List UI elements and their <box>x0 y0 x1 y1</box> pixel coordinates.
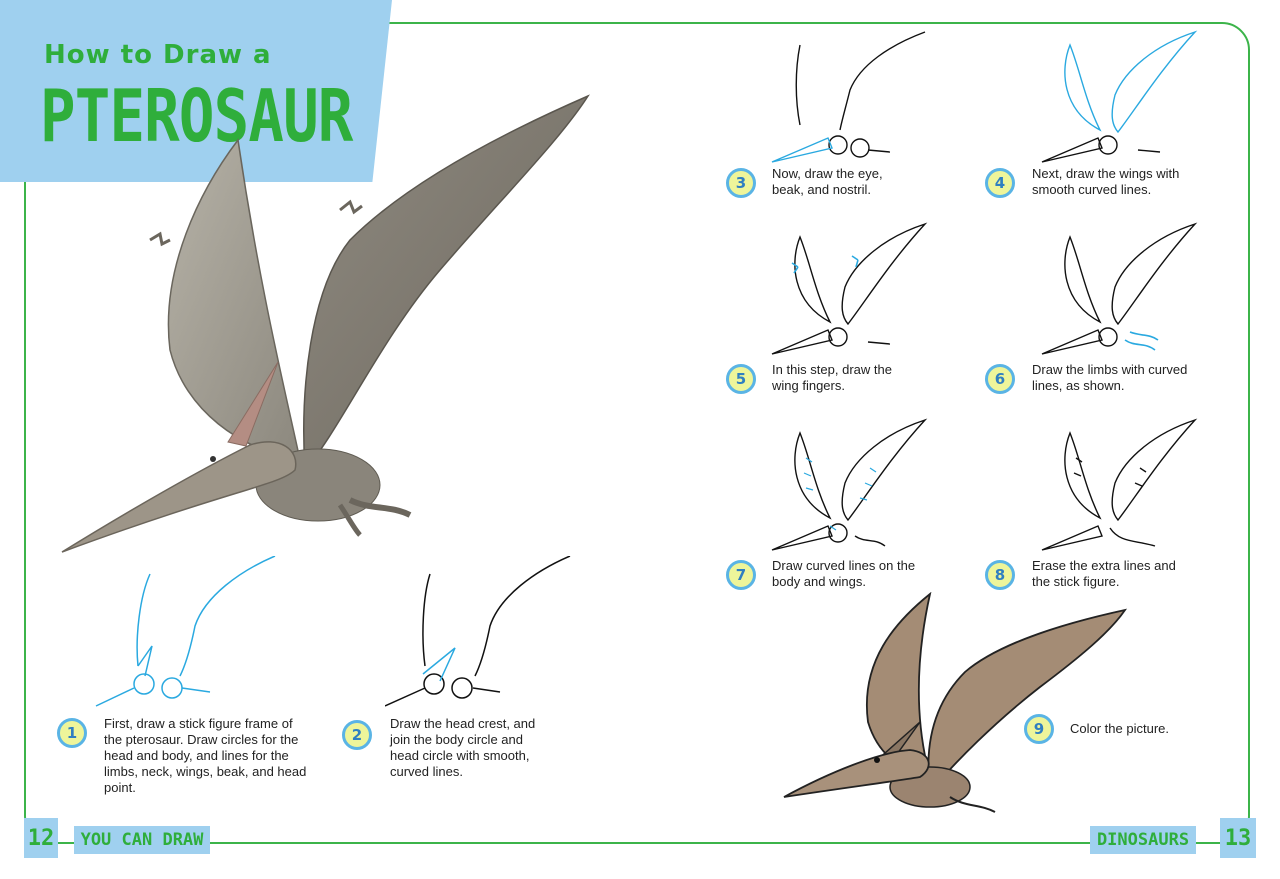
step-6-badge: 6 <box>985 364 1015 394</box>
step-2-image <box>385 556 571 707</box>
step-8-badge: 8 <box>985 560 1015 590</box>
step-5-badge: 5 <box>726 364 756 394</box>
step-1-image <box>95 556 276 707</box>
step-4-image <box>1041 30 1198 163</box>
step-9-text: Color the picture. <box>1070 721 1169 736</box>
step-2-text: Draw the head crest, and join the body c… <box>390 716 536 779</box>
step-3-image <box>771 31 926 163</box>
title-small: How to Draw a <box>44 40 272 70</box>
step-5-image <box>771 222 928 355</box>
step-7-image <box>771 418 928 551</box>
step-3-text: Now, draw the eye, beak, and nostril. <box>772 166 883 197</box>
page-title: PTEROSAUR <box>40 74 353 158</box>
title-panel <box>0 0 392 182</box>
step-8-image <box>1041 418 1198 551</box>
step-5-text: In this step, draw the wing fingers. <box>772 362 892 393</box>
step-1-text: First, draw a stick figure frame of the … <box>104 716 307 795</box>
step-6-image <box>1041 222 1198 355</box>
step-9-image <box>783 592 1128 813</box>
step-4-text: Next, draw the wings with smooth curved … <box>1032 166 1180 197</box>
step-7-badge: 7 <box>726 560 756 590</box>
footer-label-left: YOU CAN DRAW <box>74 826 210 854</box>
step-7-text: Draw curved lines on the body and wings. <box>772 558 916 589</box>
step-6-text: Draw the limbs with curved lines, as sho… <box>1032 362 1188 393</box>
step-3-badge: 3 <box>726 168 756 198</box>
step-2-badge: 2 <box>342 720 372 750</box>
step-8-text: Erase the extra lines and the stick figu… <box>1032 558 1176 589</box>
step-4-badge: 4 <box>985 168 1015 198</box>
step-1-badge: 1 <box>57 718 87 748</box>
pterosaur-hero-image <box>61 94 590 553</box>
page-number-left: 12 <box>24 818 58 858</box>
page-frame <box>24 22 1250 844</box>
page-number-right: 13 <box>1220 818 1256 858</box>
footer-label-right: DINOSAURS <box>1090 826 1196 854</box>
step-9-badge: 9 <box>1024 714 1054 744</box>
